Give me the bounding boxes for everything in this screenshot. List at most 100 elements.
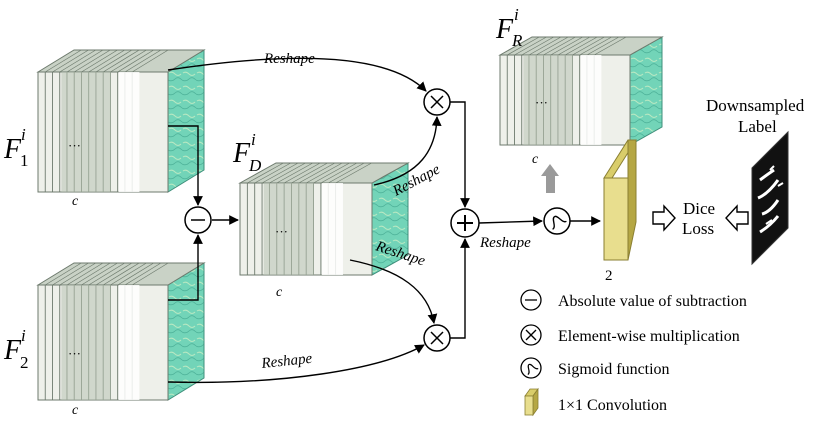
feature-slice-gap xyxy=(580,55,602,145)
legend-convolution-text: 1×1 Convolution xyxy=(558,397,667,414)
subtract-operator xyxy=(184,206,212,234)
feature-slice-top-line xyxy=(117,49,154,73)
feature-slice-top-line xyxy=(528,36,562,56)
feature-block-f1: c ··· xyxy=(36,49,206,209)
fd-label-sub: D xyxy=(248,156,262,175)
f1-label-base: F xyxy=(3,134,22,165)
fr-label-sub: R xyxy=(511,31,523,50)
f1-channel-label: c xyxy=(72,194,79,209)
fd-to-multiply-bottom-curve xyxy=(349,259,438,324)
feature-slice-top-line xyxy=(579,36,612,56)
multiply-operator-top xyxy=(423,88,451,116)
feature-slice-shade xyxy=(61,285,111,400)
feature-slice-top-line xyxy=(543,36,576,56)
multiply-operator-bottom xyxy=(423,324,451,352)
feature-side-face xyxy=(629,36,663,146)
feature-slice-top-line xyxy=(45,262,82,286)
f2-channel-label: c xyxy=(72,403,79,418)
f2-label: F i 2 xyxy=(3,326,29,372)
conv-block: 2 xyxy=(603,139,637,284)
feature-slice-top-line xyxy=(261,162,299,184)
feature-slice-top-line xyxy=(550,36,583,56)
multiply-bottom-to-sum-arrow xyxy=(450,238,470,339)
feature-slice-top-line xyxy=(103,262,140,286)
feature-slice-top-line xyxy=(59,49,96,73)
feature-slice-top-line xyxy=(283,162,321,184)
feature-slice-shade xyxy=(523,55,573,145)
fr-channel-label: c xyxy=(532,152,539,167)
feature-slice-shade xyxy=(263,183,314,275)
hollow-arrow-left xyxy=(652,204,676,232)
feature-slice-top-line xyxy=(88,49,125,73)
feature-slice-top-line xyxy=(59,262,96,286)
legend-sigmoid: Sigmoid function xyxy=(520,357,670,379)
downsampled-label-image xyxy=(751,130,789,266)
feature-slice-gap xyxy=(321,183,343,275)
legend-multiplication: Element-wise multiplication xyxy=(520,324,740,346)
f2-to-subtract-arrow xyxy=(168,234,203,301)
feature-slice-top-line xyxy=(565,36,598,56)
feature-slice-top-line xyxy=(81,262,118,286)
feature-block-f2: c ··· xyxy=(36,262,206,418)
dice-loss-line1: Dice xyxy=(683,199,715,218)
f2-to-multiply-bottom-curve xyxy=(167,344,425,384)
multiply-top-to-sum-arrow xyxy=(450,101,470,208)
fr-dots: ··· xyxy=(535,95,548,110)
hollow-arrow-right xyxy=(725,204,749,232)
fd-dots: ··· xyxy=(275,224,288,239)
feature-slice-shade xyxy=(61,72,111,192)
f2-label-sup: i xyxy=(21,326,26,345)
feature-slice-top-line xyxy=(254,162,291,184)
f1-label-sub: 1 xyxy=(20,151,29,170)
f1-to-multiply-curve xyxy=(167,57,427,92)
feature-slice-top-line xyxy=(66,262,104,286)
feature-slice-top-line xyxy=(507,36,540,56)
legend-convolution: 1×1 Convolution xyxy=(524,387,667,417)
connectors xyxy=(167,57,601,384)
sum-to-sigmoid-arrow xyxy=(478,216,543,227)
conv-channels-label: 2 xyxy=(605,268,613,284)
feature-slice-top-line xyxy=(328,162,365,184)
reshape-label-after-sum: Reshape xyxy=(479,235,531,251)
feature-slice-top-line xyxy=(52,49,89,73)
fr-label: F i R xyxy=(495,5,523,50)
feature-slice-top-line xyxy=(110,262,147,286)
feature-slice-top-line xyxy=(298,162,336,184)
upsample-gray-arrow xyxy=(541,164,559,193)
feature-slice-top-line xyxy=(313,162,350,184)
feature-slice-top-line xyxy=(110,49,147,73)
reshape-label-bottom: Reshape xyxy=(260,351,314,372)
feature-slice-top-line xyxy=(276,162,313,184)
sigmoid-operator xyxy=(543,207,571,235)
legend-subtraction: Absolute value of subtraction xyxy=(520,289,747,311)
feature-slice-top-line xyxy=(335,162,372,184)
sum-operator xyxy=(450,208,480,238)
feature-slice-top-line xyxy=(124,262,162,286)
f1-to-subtract-arrow xyxy=(168,125,203,206)
feature-slice-top-line xyxy=(306,162,343,184)
feature-block-fr: c ··· xyxy=(498,36,664,167)
feature-slice-top-line xyxy=(95,49,133,73)
feature-slice-gap xyxy=(118,285,140,400)
feature-slice-top-line xyxy=(131,49,169,73)
feature-slice-top-line xyxy=(593,36,627,56)
feature-slice-top-line xyxy=(95,262,133,286)
feature-slice-top-line xyxy=(74,262,111,286)
feature-slice-top-line xyxy=(557,36,591,56)
reshape-label-top: Reshape xyxy=(263,51,315,67)
feature-slice-top-line xyxy=(521,36,554,56)
downsampled-label-line1: Downsampled xyxy=(706,96,805,115)
fd-label-base: F xyxy=(232,138,251,169)
fr-label-base: F xyxy=(495,14,514,45)
legend-multiplication-text: Element-wise multiplication xyxy=(558,328,740,345)
feature-slice-top-line xyxy=(74,49,111,73)
feature-slice-top-line xyxy=(586,36,620,56)
feature-slice-top-line xyxy=(536,36,569,56)
feature-slice-top-line xyxy=(124,49,162,73)
feature-slice-top-line xyxy=(514,36,547,56)
feature-slice-top-line xyxy=(131,262,169,286)
feature-slice-top-line xyxy=(45,49,82,73)
feature-slice-top-line xyxy=(291,162,328,184)
legend-sigmoid-text: Sigmoid function xyxy=(558,361,670,378)
